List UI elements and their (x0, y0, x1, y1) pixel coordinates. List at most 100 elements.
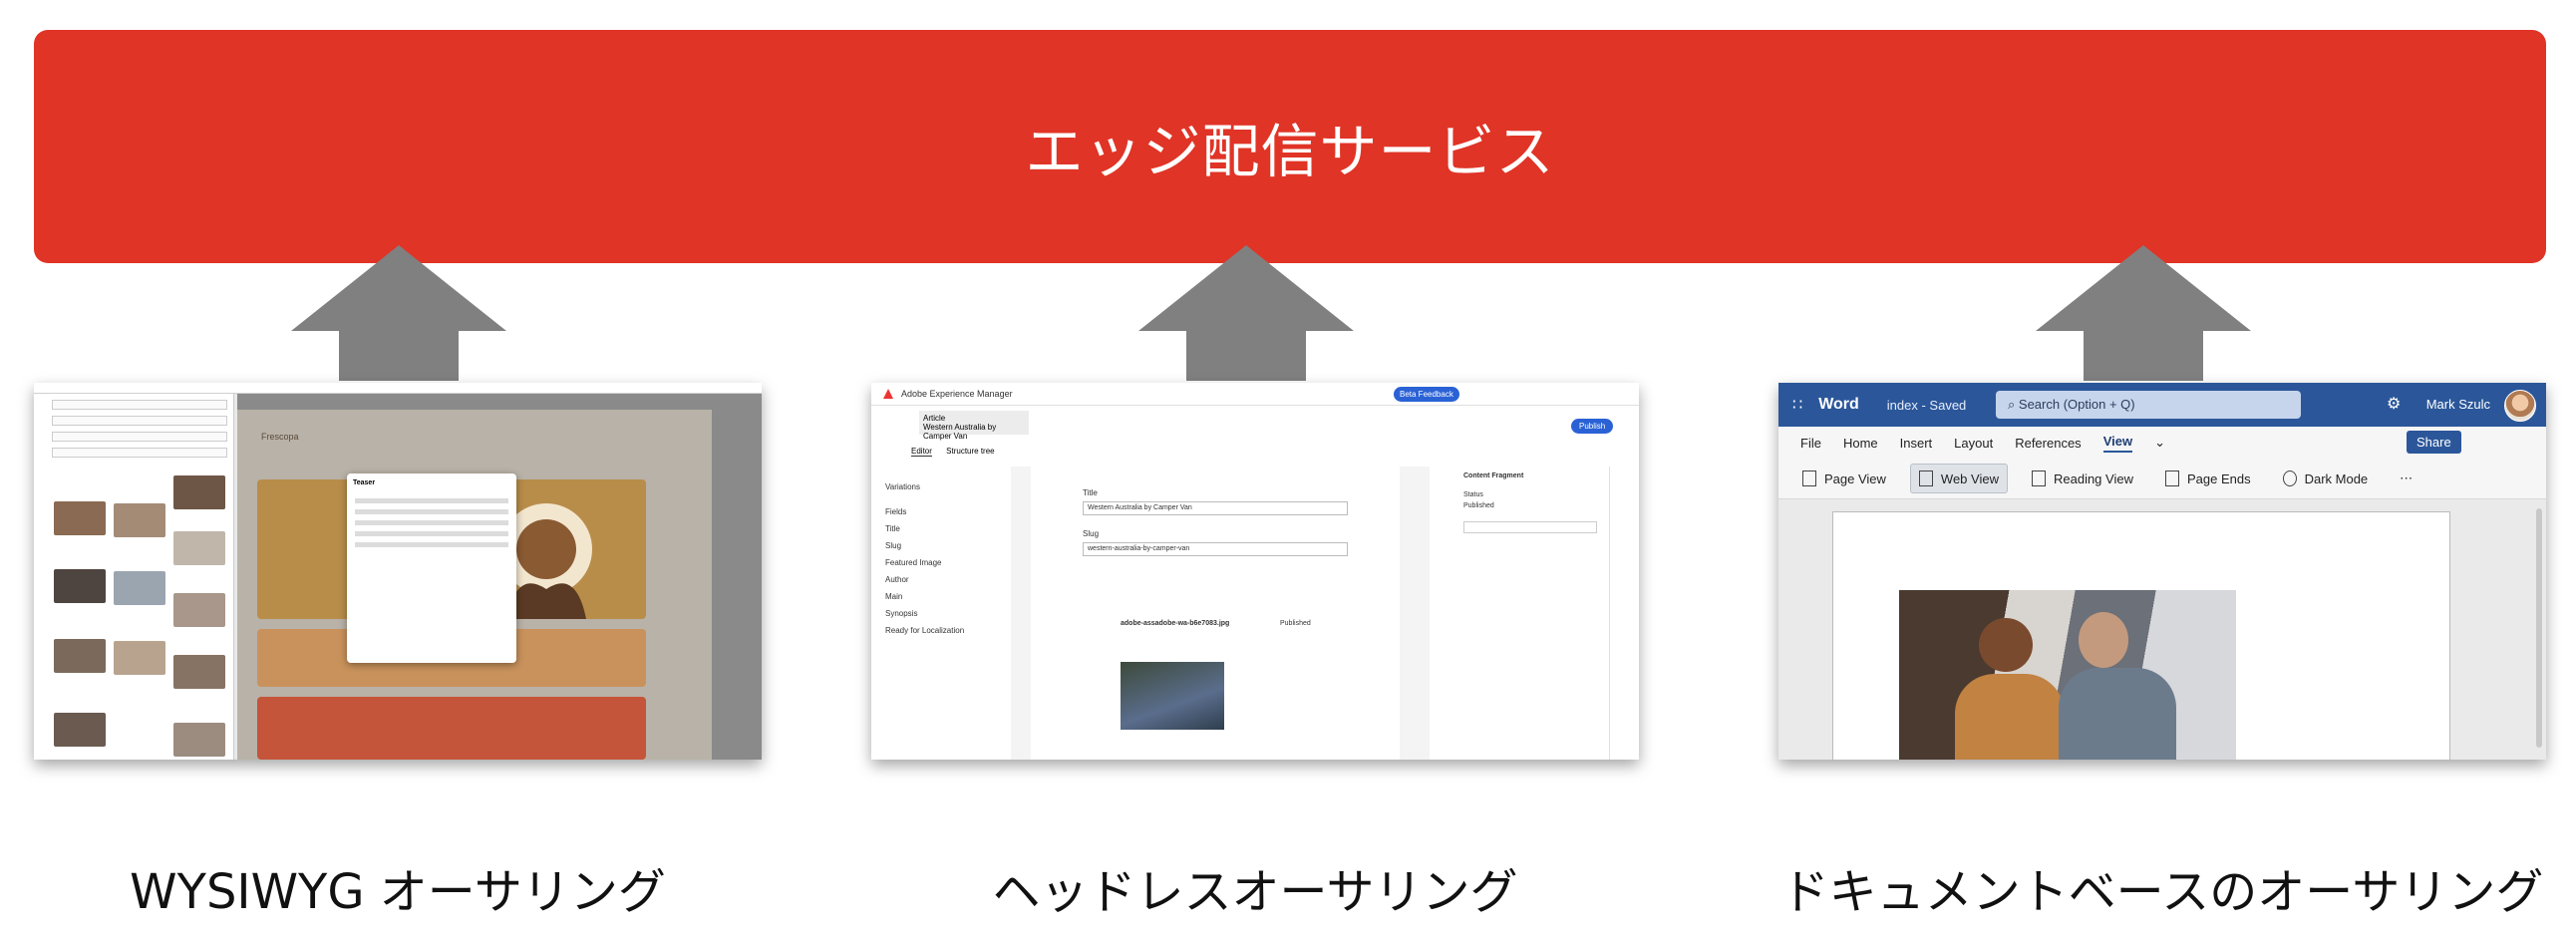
field-ready-for-localization[interactable]: Ready for Localization (885, 626, 965, 635)
asset-path-field (52, 432, 227, 442)
title-label: Title (1083, 488, 1098, 497)
asset-thumbnail (54, 639, 106, 673)
side-rail (1609, 467, 1639, 760)
teaser-dialog: Teaser (347, 473, 516, 663)
photo-person (1955, 674, 2065, 760)
word-titlebar: ∷ Word index - Saved ⌕ Search (Option + … (1778, 383, 2546, 427)
search-input[interactable]: ⌕ Search (Option + Q) (1996, 391, 2301, 419)
dark-mode-label: Dark Mode (2304, 470, 2369, 486)
asset-thumbnail (173, 723, 225, 757)
adobe-logo-icon (883, 389, 893, 399)
avatar[interactable] (2504, 390, 2536, 422)
headless-authoring-screenshot: Adobe Experience Manager Beta Feedback P… (871, 383, 1639, 760)
slug-label: Slug (1083, 529, 1100, 538)
asset-panel (34, 394, 234, 760)
dark-mode-icon (2282, 470, 2297, 486)
fields-section: Fields (885, 507, 907, 516)
field-main[interactable]: Main (885, 592, 903, 601)
asset-thumbnail (173, 531, 225, 565)
dialog-field (355, 498, 508, 503)
fragment-form: Title Western Australia by Camper Van Sl… (1031, 467, 1400, 760)
title-input[interactable]: Western Australia by Camper Van (1083, 501, 1348, 515)
asset-search-field (52, 400, 227, 410)
asset-thumbnail (114, 571, 165, 605)
image-status: Published (1280, 620, 1311, 627)
reading-view-label: Reading View (2053, 470, 2133, 486)
menu-layout[interactable]: Layout (1954, 435, 1994, 451)
asset-thumbnail (173, 655, 225, 689)
slug-input[interactable]: western-australia-by-camper-van (1083, 542, 1348, 556)
photo-person-head (1979, 618, 2033, 672)
aem-app-title: Adobe Experience Manager (901, 389, 1013, 399)
fragment-editor: Title Western Australia by Camper Van Sl… (1011, 467, 1430, 760)
dialog-field (355, 509, 508, 514)
more-icon[interactable]: ⋯ (2400, 470, 2414, 485)
panel-title: Content Fragment (1463, 472, 1524, 479)
asset-thumbnail (54, 501, 106, 535)
menu-file[interactable]: File (1800, 435, 1821, 451)
page-view-label: Page View (1824, 470, 1886, 486)
page-preview: Frescopa Teaser (237, 394, 762, 760)
status-label: Status (1463, 491, 1483, 498)
web-view-icon (1918, 470, 1933, 486)
breadcrumb-type: Article (923, 414, 946, 423)
asset-filter-field (52, 416, 227, 426)
asset-thumbnail (54, 713, 106, 747)
beta-feedback-button[interactable]: Beta Feedback (1394, 387, 1459, 402)
asset-thumbnail (114, 641, 165, 675)
dark-mode-button[interactable]: Dark Mode (2275, 464, 2377, 493)
menu-insert[interactable]: Insert (1899, 435, 1933, 451)
properties-panel: Content Fragment Status Published (1455, 467, 1605, 760)
photo-person-head (2079, 612, 2128, 668)
asset-thumbnail (114, 503, 165, 537)
vertical-scrollbar[interactable] (2536, 508, 2542, 748)
publish-button[interactable]: Publish (1571, 419, 1614, 434)
field-title[interactable]: Title (885, 524, 900, 533)
banner-title: エッジ配信サービス (1025, 118, 1555, 185)
dialog-field (355, 531, 508, 536)
variations-section[interactable]: Variations (885, 482, 920, 491)
title-property-field (1463, 521, 1597, 533)
image-filename: adobe-assadobe-wa-b6e7083.jpg (1121, 620, 1230, 627)
field-slug[interactable]: Slug (885, 541, 902, 550)
search-icon: ⌕ (2008, 397, 2016, 412)
page-ends-icon (2164, 470, 2179, 486)
chevron-down-icon[interactable]: ⌄ (2154, 435, 2165, 450)
app-launcher-icon[interactable]: ∷ (1792, 397, 1803, 414)
asset-thumbnail (173, 593, 225, 627)
word-menubar: File Home Insert Layout References View … (1778, 427, 2546, 459)
coffee-illustration (500, 503, 592, 619)
dialog-field (355, 520, 508, 525)
menu-references[interactable]: References (2015, 435, 2082, 451)
user-name: Mark Szulc (2425, 397, 2490, 412)
photo-person (2059, 668, 2176, 760)
field-author[interactable]: Author (885, 575, 909, 584)
web-view-button[interactable]: Web View (1909, 464, 2008, 493)
tab-structure-tree[interactable]: Structure tree (946, 447, 995, 456)
status-value: Published (1463, 502, 1494, 509)
dialog-field (355, 542, 508, 547)
tab-editor[interactable]: Editor (911, 447, 932, 457)
fields-panel: Variations Fields Title Slug Featured Im… (871, 467, 1012, 760)
menu-view[interactable]: View (2102, 434, 2133, 453)
web-view-label: Web View (1940, 470, 1999, 486)
featured-image-thumbnail (1121, 662, 1224, 730)
document-name[interactable]: index - Saved (1886, 397, 1967, 413)
document-photo (1899, 590, 2236, 760)
reading-view-button[interactable]: Reading View (2024, 464, 2141, 493)
gear-icon[interactable]: ⚙ (2387, 396, 2402, 413)
aem-topbar: Adobe Experience Manager (871, 383, 1639, 406)
caption-wysiwyg: WYSIWYG オーサリング (130, 864, 666, 920)
wysiwyg-authoring-screenshot: Frescopa Teaser (34, 383, 762, 760)
menu-home[interactable]: Home (1842, 435, 1878, 451)
field-featured-image[interactable]: Featured Image (885, 558, 942, 567)
view-toolbar: Page View Web View Reading View Page End… (1778, 459, 2546, 499)
share-button[interactable]: Share (2407, 431, 2461, 454)
field-synopsis[interactable]: Synopsis (885, 609, 918, 618)
asset-thumbnail (54, 569, 106, 603)
search-placeholder: Search (Option + Q) (2018, 397, 2135, 412)
page-ends-button[interactable]: Page Ends (2157, 464, 2259, 493)
page-view-button[interactable]: Page View (1794, 464, 1894, 493)
asset-thumbnail (173, 475, 225, 509)
